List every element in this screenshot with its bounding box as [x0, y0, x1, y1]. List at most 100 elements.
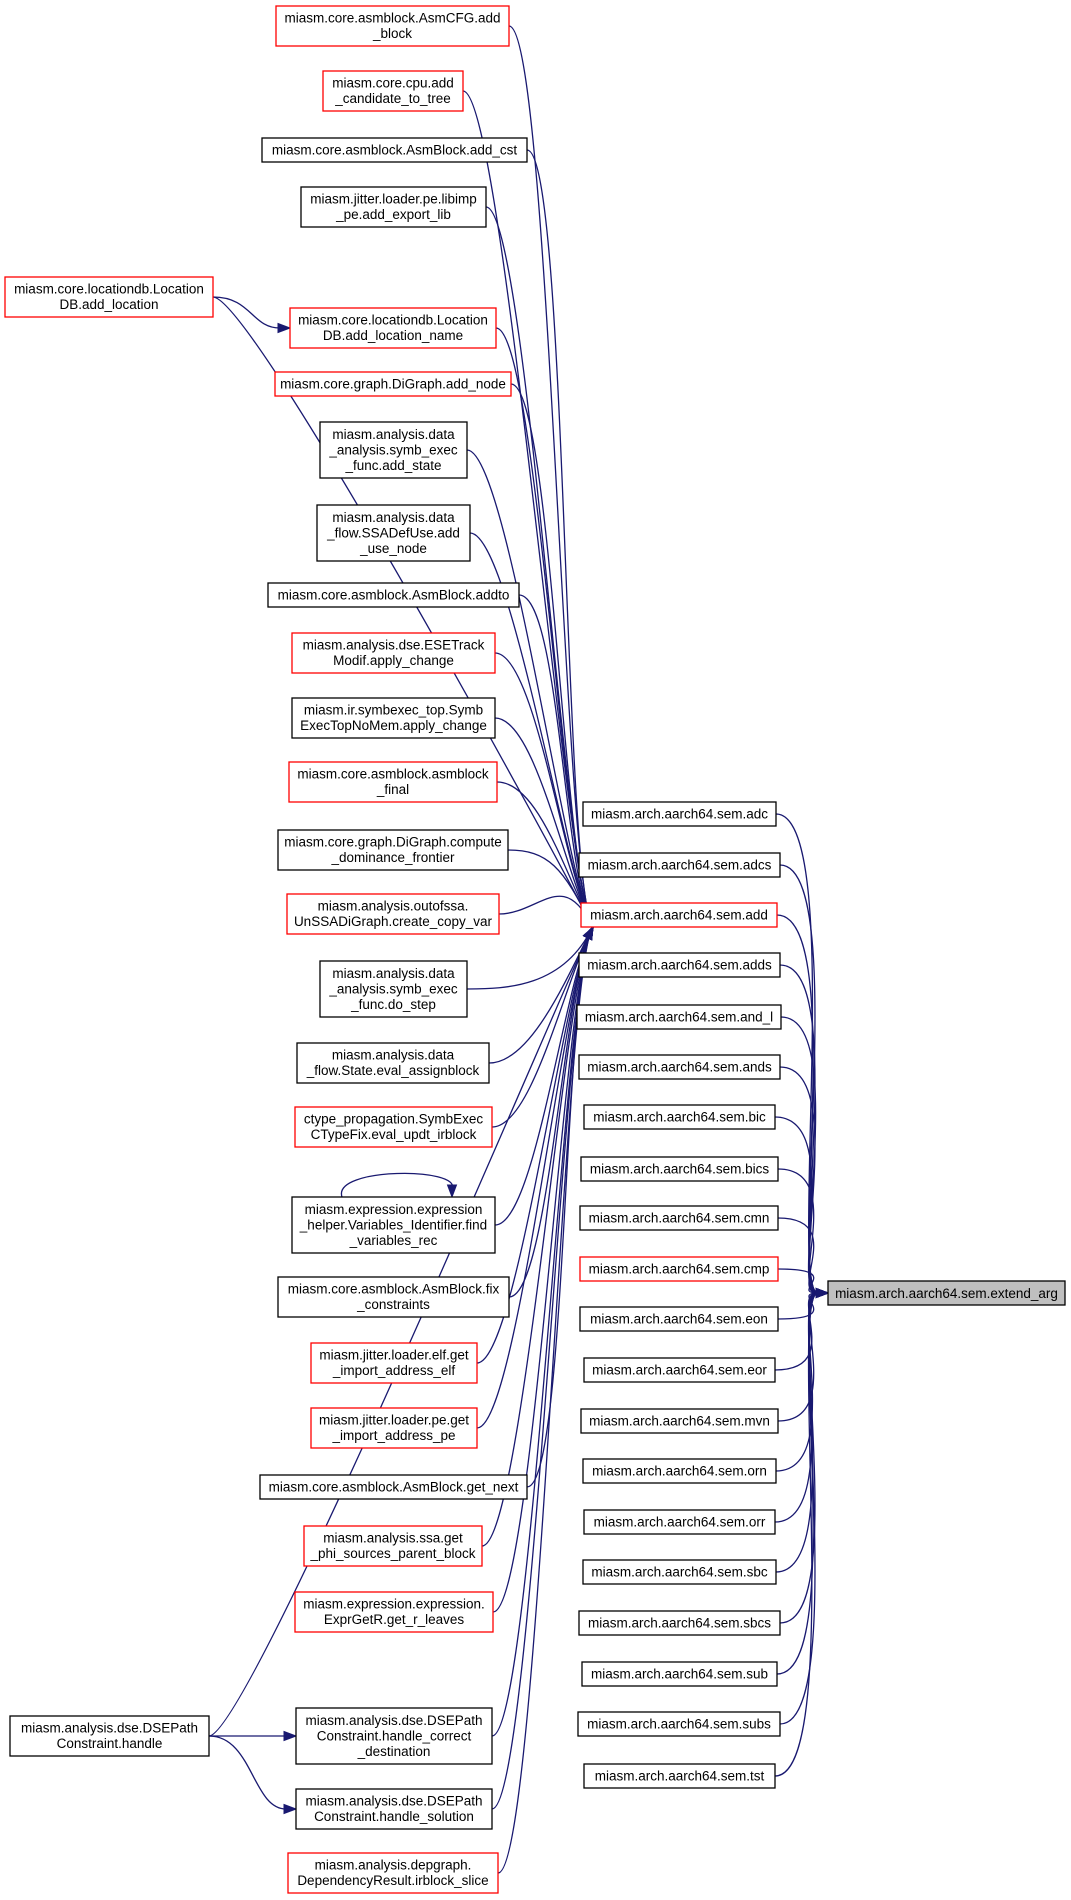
- node-target-extend-arg[interactable]: miasm.arch.aarch64.sem.extend_arg: [827, 1280, 1066, 1306]
- node-elf-get-import[interactable]: miasm.jitter.loader.elf.get_import_addre…: [310, 1342, 478, 1384]
- node-target-label: miasm.arch.aarch64.sem.extend_arg: [835, 1286, 1058, 1301]
- node-sem-adcs[interactable]: miasm.arch.aarch64.sem.adcs: [578, 852, 781, 878]
- arrowhead-32: [582, 925, 594, 941]
- node-sem-tst-label: miasm.arch.aarch64.sem.tst: [595, 1768, 765, 1783]
- node-exprgetr-leaves[interactable]: miasm.expression.expression.ExprGetR.get…: [294, 1591, 494, 1633]
- node-digraph-add-node[interactable]: miasm.core.graph.DiGraph.add_node: [274, 371, 512, 397]
- node-sem-eor[interactable]: miasm.arch.aarch64.sem.eor: [583, 1357, 776, 1383]
- node-dsepath-handle-solution-box: [295, 1788, 493, 1830]
- node-asmcfg-add-block[interactable]: miasm.core.asmblock.AsmCFG.add_block: [275, 5, 510, 47]
- node-ctype-eval-updt-label: CTypeFix.eval_updt_irblock: [311, 1127, 477, 1142]
- node-sem-and-l[interactable]: miasm.arch.aarch64.sem.and_l: [576, 1004, 782, 1030]
- edge-sem_tst-to-target: [774, 1292, 819, 1777]
- edge-exprgetr_leaves-to-sem_add: [492, 927, 593, 1613]
- node-sem-ands[interactable]: miasm.arch.aarch64.sem.ands: [578, 1054, 781, 1080]
- node-sem-cmn-box: [579, 1205, 779, 1231]
- node-sem-bics[interactable]: miasm.arch.aarch64.sem.bics: [580, 1156, 779, 1182]
- node-ctype-eval-updt-box: [294, 1106, 493, 1148]
- node-symb-exec-do-step[interactable]: miasm.analysis.data_analysis.symb_exec_f…: [319, 960, 468, 1018]
- node-sem-bic[interactable]: miasm.arch.aarch64.sem.bic: [583, 1104, 776, 1130]
- node-sem-cmp-label: miasm.arch.aarch64.sem.cmp: [589, 1261, 770, 1276]
- node-variables-identifier[interactable]: miasm.expression.expression_helper.Varia…: [291, 1196, 496, 1254]
- node-dsepath-handle-correct-label: miasm.analysis.dse.DSEPath: [305, 1713, 482, 1728]
- node-asmblock-fix-constraints[interactable]: miasm.core.asmblock.AsmBlock.fix_constra…: [277, 1276, 510, 1318]
- node-outofssa-copy-var[interactable]: miasm.analysis.outofssa.UnSSADiGraph.cre…: [286, 893, 500, 935]
- edge-esetrack_apply_change-to-sem_add: [494, 652, 593, 927]
- edge-sem_bics-to-target: [777, 1168, 819, 1294]
- node-state-eval-assign[interactable]: miasm.analysis.data_flow.State.eval_assi…: [296, 1042, 490, 1084]
- node-pe-get-import[interactable]: miasm.jitter.loader.pe.get_import_addres…: [310, 1407, 478, 1449]
- node-sem-sub[interactable]: miasm.arch.aarch64.sem.sub: [581, 1661, 778, 1687]
- node-dsepath-handle-correct-label: Constraint.handle_correct: [317, 1728, 472, 1743]
- node-sem-adds[interactable]: miasm.arch.aarch64.sem.adds: [578, 952, 781, 978]
- node-ssa-get-phi[interactable]: miasm.analysis.ssa.get_phi_sources_paren…: [303, 1525, 483, 1567]
- node-depgraph-irblock-slice-label: DependencyResult.irblock_slice: [297, 1873, 488, 1888]
- node-depgraph-irblock-slice-box: [287, 1852, 499, 1894]
- node-ctype-eval-updt[interactable]: ctype_propagation.SymbExecCTypeFix.eval_…: [294, 1106, 493, 1148]
- node-symbexec-top-apply-change[interactable]: miasm.ir.symbexec_top.SymbExecTopNoMem.a…: [291, 697, 496, 739]
- node-variables-identifier-label: _variables_rec: [349, 1233, 438, 1248]
- node-libimp-add-export-box: [300, 186, 487, 228]
- node-sem-orn[interactable]: miasm.arch.aarch64.sem.orn: [582, 1458, 777, 1484]
- node-asmblock-add-cst[interactable]: miasm.core.asmblock.AsmBlock.add_cst: [261, 137, 528, 163]
- arrowhead-29: [283, 1803, 298, 1815]
- node-asmblock-final[interactable]: miasm.core.asmblock.asmblock_final: [288, 761, 498, 803]
- node-sem-cmp[interactable]: miasm.arch.aarch64.sem.cmp: [579, 1256, 779, 1282]
- node-sem-orn-box: [582, 1458, 777, 1484]
- node-dsepath-handle-solution[interactable]: miasm.analysis.dse.DSEPathConstraint.han…: [295, 1788, 493, 1830]
- node-dsepath-handle-solution-label: miasm.analysis.dse.DSEPath: [305, 1794, 482, 1809]
- node-ctype-eval-updt-label: ctype_propagation.SymbExec: [304, 1112, 484, 1127]
- node-elf-get-import-box: [310, 1342, 478, 1384]
- node-sem-and-l-label: miasm.arch.aarch64.sem.and_l: [585, 1009, 773, 1024]
- node-locdb-add-location[interactable]: miasm.core.locationdb.LocationDB.add_loc…: [4, 276, 214, 318]
- node-sem-tst[interactable]: miasm.arch.aarch64.sem.tst: [583, 1763, 776, 1789]
- node-sem-subs[interactable]: miasm.arch.aarch64.sem.subs: [577, 1711, 781, 1737]
- node-sem-orr[interactable]: miasm.arch.aarch64.sem.orr: [583, 1509, 776, 1535]
- node-outofssa-copy-var-box: [286, 893, 500, 935]
- edge-depgraph_irblock_slice-to-sem_add: [497, 927, 593, 1874]
- node-cpu-add-candidate[interactable]: miasm.core.cpu.add_candidate_to_tree: [322, 70, 464, 112]
- node-symb-exec-do-step-label: miasm.analysis.data: [332, 966, 455, 981]
- node-sem-bics-label: miasm.arch.aarch64.sem.bics: [590, 1161, 770, 1176]
- node-locdb-add-location-name-box: [289, 307, 497, 349]
- node-depgraph-irblock-slice[interactable]: miasm.analysis.depgraph.DependencyResult…: [287, 1852, 499, 1894]
- node-sem-bic-label: miasm.arch.aarch64.sem.bic: [593, 1109, 766, 1124]
- node-sem-cmn-label: miasm.arch.aarch64.sem.cmn: [589, 1210, 770, 1225]
- node-sem-sub-box: [581, 1661, 778, 1687]
- node-sem-orn-label: miasm.arch.aarch64.sem.orn: [592, 1463, 767, 1478]
- node-libimp-add-export[interactable]: miasm.jitter.loader.pe.libimp_pe.add_exp…: [300, 186, 487, 228]
- node-sem-sbc[interactable]: miasm.arch.aarch64.sem.sbc: [582, 1559, 777, 1585]
- node-sem-add-box: [580, 902, 778, 928]
- node-variables-identifier-label: miasm.expression.expression: [305, 1202, 483, 1217]
- node-dsepath-handle-box: [9, 1715, 210, 1757]
- node-locdb-add-location-box: [4, 276, 214, 318]
- node-sem-orr-box: [583, 1509, 776, 1535]
- node-ssadefuse-add-use[interactable]: miasm.analysis.data_flow.SSADefUse.add_u…: [316, 504, 471, 562]
- node-symb-exec-add-state-box: [319, 421, 468, 479]
- node-esetrack-apply-change[interactable]: miasm.analysis.dse.ESETrackModif.apply_c…: [291, 632, 496, 674]
- node-sem-sbcs[interactable]: miasm.arch.aarch64.sem.sbcs: [578, 1610, 781, 1636]
- node-sem-eon-box: [579, 1306, 779, 1332]
- node-dsepath-handle-correct[interactable]: miasm.analysis.dse.DSEPathConstraint.han…: [295, 1707, 493, 1765]
- node-digraph-add-node-label: miasm.core.graph.DiGraph.add_node: [280, 376, 506, 391]
- node-sem-eon[interactable]: miasm.arch.aarch64.sem.eon: [579, 1306, 779, 1332]
- node-asmblock-get-next[interactable]: miasm.core.asmblock.AsmBlock.get_next: [259, 1474, 528, 1500]
- node-state-eval-assign-label: miasm.analysis.data: [332, 1048, 455, 1063]
- node-sem-orr-label: miasm.arch.aarch64.sem.orr: [594, 1514, 766, 1529]
- edge-sem_ands-to-target: [779, 1066, 819, 1294]
- node-locdb-add-location-name[interactable]: miasm.core.locationdb.LocationDB.add_loc…: [289, 307, 497, 349]
- node-asmblock-get-next-box: [259, 1474, 528, 1500]
- node-digraph-dominance[interactable]: miasm.core.graph.DiGraph.compute_dominan…: [277, 829, 509, 871]
- node-sem-adc-box: [582, 801, 777, 827]
- node-symb-exec-add-state[interactable]: miasm.analysis.data_analysis.symb_exec_f…: [319, 421, 468, 479]
- edge-sem_cmp-to-target: [777, 1268, 819, 1294]
- node-sem-adc[interactable]: miasm.arch.aarch64.sem.adc: [582, 801, 777, 827]
- node-symb-exec-do-step-label: _func.do_step: [350, 997, 436, 1012]
- node-asmblock-addto[interactable]: miasm.core.asmblock.AsmBlock.addto: [267, 582, 520, 608]
- node-sem-add[interactable]: miasm.arch.aarch64.sem.add: [580, 902, 778, 928]
- node-sem-mvn[interactable]: miasm.arch.aarch64.sem.mvn: [580, 1408, 779, 1434]
- node-asmblock-fix-constraints-box: [277, 1276, 510, 1318]
- node-dsepath-handle[interactable]: miasm.analysis.dse.DSEPathConstraint.han…: [9, 1715, 210, 1757]
- node-sem-eor-box: [583, 1357, 776, 1383]
- node-sem-cmn[interactable]: miasm.arch.aarch64.sem.cmn: [579, 1205, 779, 1231]
